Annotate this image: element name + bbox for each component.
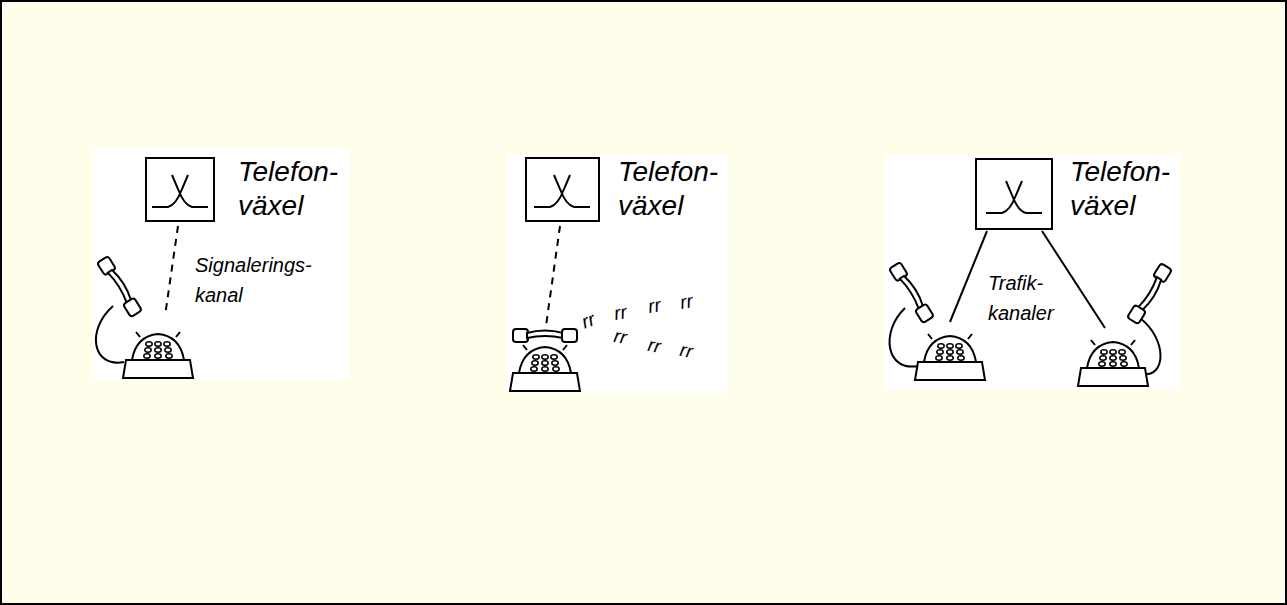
cord	[1140, 318, 1161, 374]
exchange-label: Telefon- växel	[238, 155, 338, 223]
cord	[96, 306, 124, 363]
switch-symbol	[152, 175, 208, 207]
panel	[507, 155, 728, 393]
telephone	[510, 345, 580, 391]
cord	[890, 308, 918, 367]
telephone	[123, 332, 193, 378]
telephone	[1078, 340, 1148, 386]
exchange-label: Telefon- växel	[618, 155, 718, 223]
switch-symbol	[986, 181, 1042, 213]
channel-label: Trafik- kanaler	[988, 268, 1054, 328]
panel	[93, 148, 350, 380]
traffic-line	[950, 231, 987, 322]
switch-symbol	[534, 175, 590, 207]
handset	[97, 256, 142, 317]
panel	[885, 155, 1180, 390]
signaling-line	[546, 226, 560, 326]
handset	[889, 262, 934, 323]
handset	[513, 329, 577, 342]
channel-label: Signalerings- kanal	[195, 250, 312, 310]
exchange-box: Telefon- växel	[145, 157, 215, 222]
exchange-box: Telefon- växel	[525, 157, 600, 222]
signaling-line	[165, 226, 178, 316]
handset	[1127, 263, 1172, 324]
exchange-box: Telefon- växel	[975, 158, 1053, 230]
telephone	[915, 334, 985, 380]
exchange-label: Telefon- växel	[1070, 155, 1170, 223]
